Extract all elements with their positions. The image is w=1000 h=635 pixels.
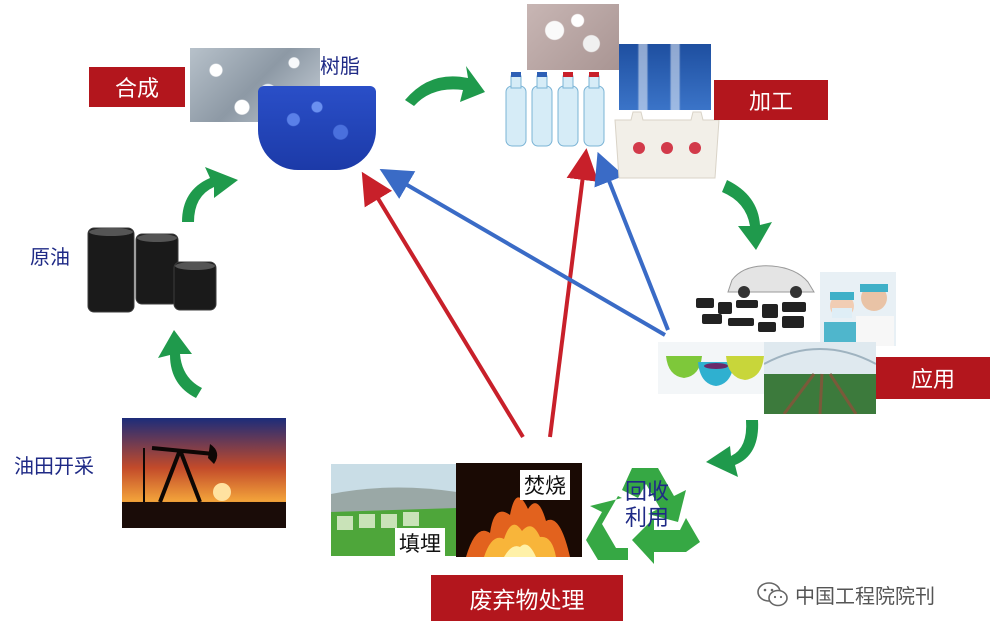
blue-arrow-to-processing: [594, 151, 670, 331]
wechat-icon: [757, 581, 788, 606]
resin-pellets-blue-image: [258, 86, 376, 170]
cycle-arrow-crude-to-resin: [182, 167, 238, 222]
plastic-parts-image: [527, 4, 619, 70]
recycle-icon: [586, 468, 700, 564]
bowls-image: [658, 342, 770, 394]
oil-pumpjack-image: [122, 418, 286, 528]
red-arrow-to-resin: [361, 171, 525, 439]
cycle-arrow-resin-to-processing: [405, 66, 485, 106]
oilfield-label: 油田开采: [14, 454, 94, 478]
cycle-arrows: [158, 66, 772, 477]
medical-staff-image: [820, 272, 896, 346]
application-label: 应用: [876, 357, 990, 399]
cycle-arrow-processing-to-application: [722, 180, 772, 250]
recycling-label: 回收利用: [625, 480, 670, 531]
oil-barrels-image: [87, 227, 217, 313]
watermark-text: 中国工程院院刊: [795, 584, 935, 608]
blue-arrow-to-resin: [379, 168, 667, 337]
crude-oil-label: 原油: [30, 245, 70, 269]
cycle-arrow-application-to-recycle: [706, 420, 759, 477]
cycle-arrow-oilfield-to-crude: [158, 330, 202, 398]
synthesis-label: 合成: [89, 67, 185, 107]
greenhouse-image: [764, 342, 876, 414]
auto-parts-image: [696, 265, 815, 332]
processing-label: 加工: [714, 80, 828, 120]
incineration-label: 焚烧: [520, 470, 570, 500]
watermark: 中国工程院院刊: [757, 580, 935, 609]
red-arrow-to-processing: [548, 148, 599, 438]
resin-label: 树脂: [320, 54, 360, 78]
water-bottles-image: [505, 72, 605, 147]
landfill-label: 填埋: [395, 528, 445, 558]
landfill-image: [331, 464, 457, 556]
plastic-bags-image: [614, 111, 720, 179]
waste-treatment-label: 废弃物处理: [431, 575, 623, 621]
plastic-cups-image: [619, 44, 711, 110]
